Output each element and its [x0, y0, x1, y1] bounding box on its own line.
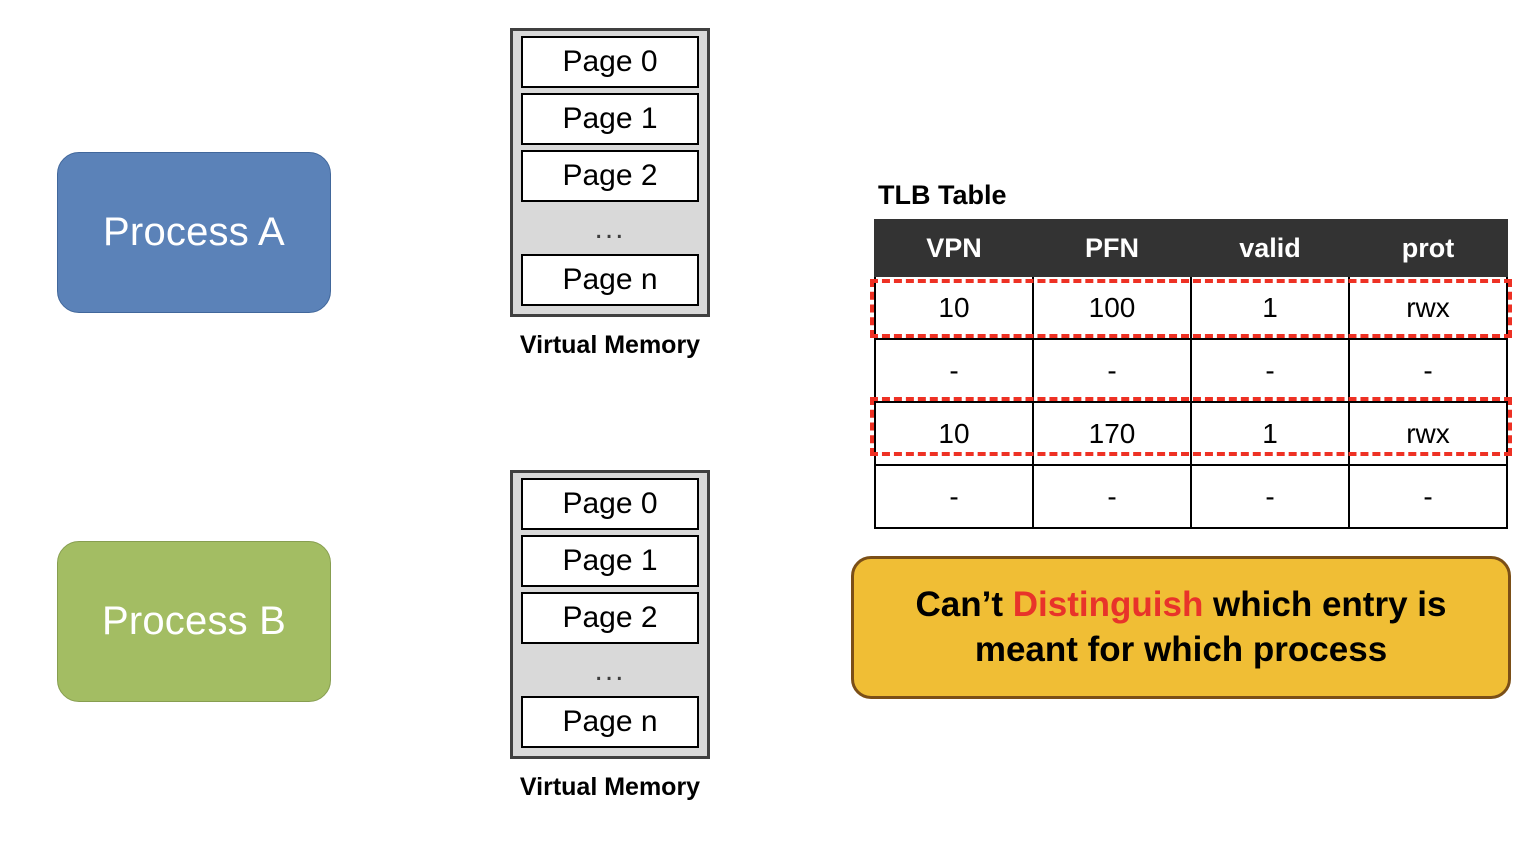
- tlb-r0-vpn: 10: [874, 275, 1034, 340]
- virtual-memory-block-b: Page 0 Page 1 Page 2 ... Page n Virtual …: [510, 470, 710, 802]
- tlb-r2-valid: 1: [1190, 401, 1350, 466]
- virtual-memory-block-a: Page 0 Page 1 Page 2 ... Page n Virtual …: [510, 28, 710, 360]
- tlb-r3-vpn: -: [874, 464, 1034, 529]
- tlb-table-section: TLB Table VPN PFN valid prot 10 100 1 rw…: [870, 180, 1512, 529]
- tlb-table: VPN PFN valid prot 10 100 1 rwx - - - -: [874, 219, 1508, 529]
- vm-a-page-0: Page 0: [521, 36, 699, 88]
- vm-a-page-2: Page 2: [521, 150, 699, 202]
- tlb-r2-vpn: 10: [874, 401, 1034, 466]
- tlb-r0-pfn: 100: [1032, 275, 1192, 340]
- callout-box: Can’t Distinguish which entry is meant f…: [851, 556, 1511, 699]
- tlb-column-valid: valid: [1190, 219, 1350, 277]
- tlb-header-row: VPN PFN valid prot: [874, 219, 1508, 277]
- table-row: - - - -: [874, 464, 1508, 529]
- tlb-r2-pfn: 170: [1032, 401, 1192, 466]
- vm-b-ellipsis: ...: [594, 654, 626, 687]
- vm-b-page-2: Page 2: [521, 592, 699, 644]
- tlb-r3-pfn: -: [1032, 464, 1192, 529]
- vm-b-page-n: Page n: [521, 696, 699, 748]
- process-b-box: Process B: [57, 541, 331, 702]
- tlb-column-pfn: PFN: [1032, 219, 1192, 277]
- table-row: 10 100 1 rwx: [874, 275, 1508, 340]
- vm-b-page-0: Page 0: [521, 478, 699, 530]
- callout-text-before: Can’t: [915, 584, 1013, 624]
- process-a-label: Process A: [103, 210, 285, 254]
- tlb-column-vpn: VPN: [874, 219, 1034, 277]
- callout-text: Can’t Distinguish which entry is meant f…: [876, 583, 1486, 673]
- vm-a-page-n: Page n: [521, 254, 699, 306]
- vm-b-caption: Virtual Memory: [519, 773, 701, 801]
- tlb-r2-prot: rwx: [1348, 401, 1508, 466]
- vm-b-frame: Page 0 Page 1 Page 2 ... Page n: [510, 470, 710, 759]
- table-row: - - - -: [874, 338, 1508, 403]
- process-b-label: Process B: [101, 599, 287, 643]
- callout-text-after: which entry is meant for which process: [974, 584, 1447, 669]
- process-a-box: Process A: [57, 152, 331, 313]
- tlb-r3-valid: -: [1190, 464, 1350, 529]
- tlb-r0-valid: 1: [1190, 275, 1350, 340]
- vm-a-ellipsis: ...: [594, 212, 626, 245]
- tlb-r1-valid: -: [1190, 338, 1350, 403]
- vm-a-page-1: Page 1: [521, 93, 699, 145]
- vm-a-frame: Page 0 Page 1 Page 2 ... Page n: [510, 28, 710, 317]
- tlb-r0-prot: rwx: [1348, 275, 1508, 340]
- callout-accent-word: Distinguish: [1012, 584, 1204, 624]
- vm-a-caption: Virtual Memory: [519, 331, 701, 359]
- tlb-r1-vpn: -: [874, 338, 1034, 403]
- table-row: 10 170 1 rwx: [874, 401, 1508, 466]
- tlb-table-title: TLB Table: [878, 180, 1007, 210]
- tlb-r1-prot: -: [1348, 338, 1508, 403]
- vm-b-page-1: Page 1: [521, 535, 699, 587]
- tlb-r3-prot: -: [1348, 464, 1508, 529]
- tlb-column-prot: prot: [1348, 219, 1508, 277]
- tlb-r1-pfn: -: [1032, 338, 1192, 403]
